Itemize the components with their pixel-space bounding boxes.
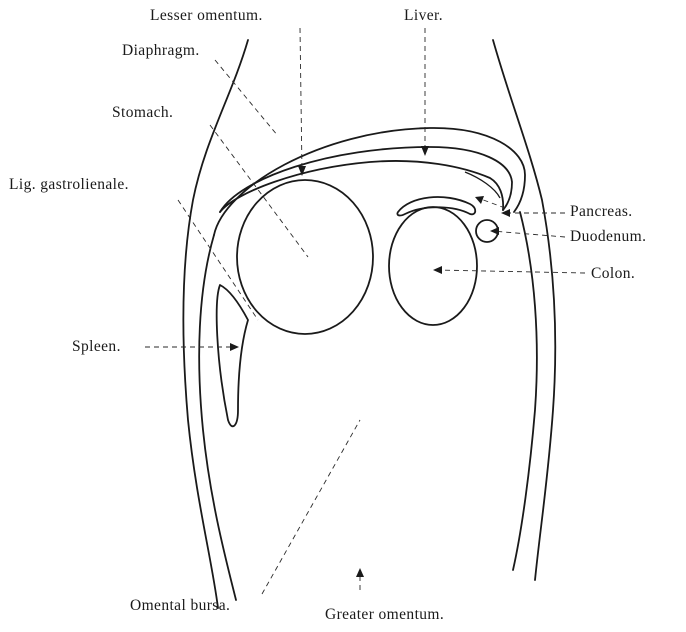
arrowhead-pancreas-upper: [475, 196, 484, 204]
label-duodenum: Duodenum.: [570, 228, 646, 246]
leader-lesser-omentum: [300, 28, 302, 172]
body-wall-left-outer: [183, 40, 248, 608]
label-lesser-omentum: Lesser omentum.: [150, 7, 263, 25]
spleen-outline: [217, 285, 248, 426]
leader-duodenum: [492, 231, 565, 237]
label-diaphragm: Diaphragm.: [122, 42, 200, 60]
colon-outline: [389, 207, 477, 325]
arrowhead-greater-omentum: [356, 568, 364, 577]
label-greater-omentum: Greater omentum.: [325, 606, 444, 624]
arrowhead-liver: [421, 146, 429, 156]
body-wall-right-inner: [513, 212, 537, 570]
label-stomach: Stomach.: [112, 104, 173, 122]
body-wall-right-outer: [493, 40, 555, 580]
leader-colon: [436, 270, 585, 273]
arrowhead-duodenum: [490, 227, 499, 235]
diaphragm-outline: [214, 128, 525, 235]
arrowhead-spleen: [230, 343, 239, 351]
label-spleen: Spleen.: [72, 338, 121, 356]
label-pancreas: Pancreas.: [570, 203, 633, 221]
label-lig-gastrolienale: Lig. gastrolienale.: [9, 176, 129, 194]
leader-diaphragm: [215, 60, 278, 136]
leader-omental-bursa: [262, 420, 360, 594]
label-omental-bursa: Omental bursa.: [130, 597, 230, 615]
label-liver: Liver.: [404, 7, 443, 25]
leader-stomach: [210, 125, 308, 257]
label-colon: Colon.: [591, 265, 635, 283]
arrowhead-colon: [433, 266, 442, 274]
liver-lower-outline: [220, 161, 503, 212]
body-wall-left-inner: [199, 235, 236, 600]
stomach-outline: [237, 180, 373, 334]
